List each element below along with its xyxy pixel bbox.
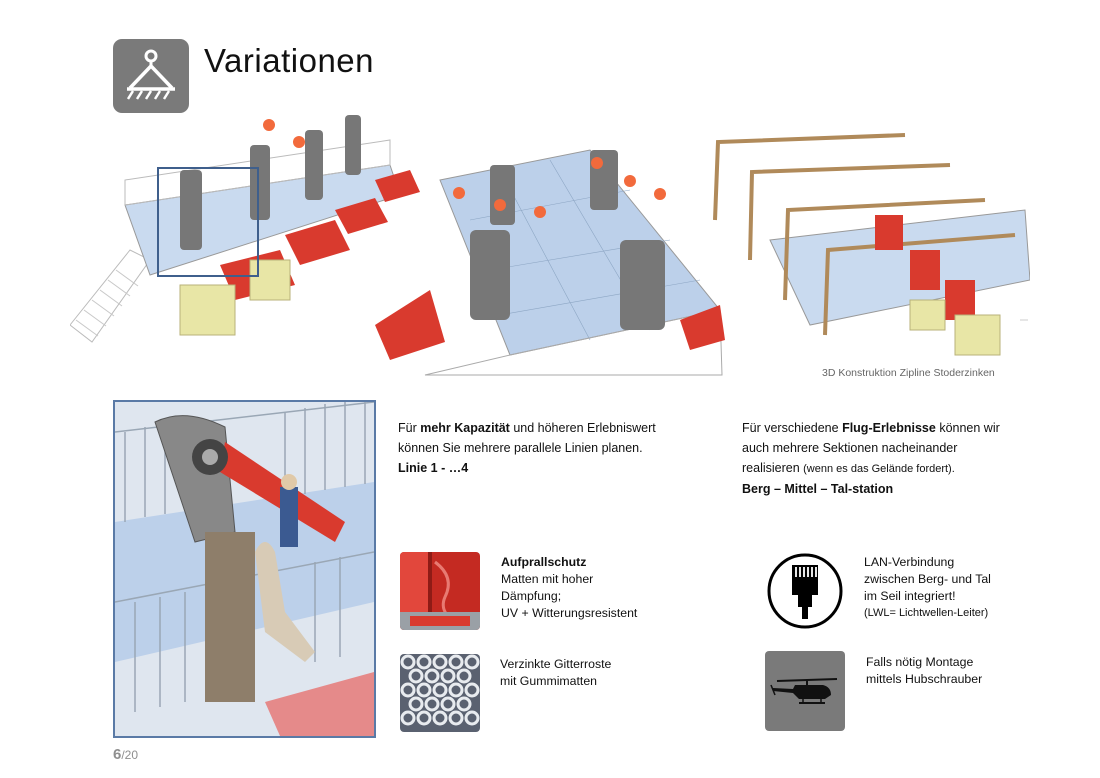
text-small-fragment: (wenn es das Gelände fordert).	[803, 463, 955, 475]
feature-line: im Seil integriert!	[864, 589, 956, 603]
feature-title: Aufprallschutz	[501, 555, 587, 569]
feature-line: Dämpfung;	[501, 589, 562, 603]
text-line: können Sie mehrere parallele Linien plan…	[398, 441, 643, 455]
zoom-detail-image	[113, 400, 376, 738]
feature-line: Falls nötig Montage	[866, 655, 974, 669]
feature-line: mittels Hubschrauber	[866, 672, 983, 686]
render-sequential-sections	[713, 133, 1031, 356]
ethernet-plug-icon	[765, 551, 845, 631]
impact-mat-image	[400, 552, 480, 630]
stations-label: Berg – Mittel – Tal-station	[742, 482, 894, 496]
text-fragment: realisieren	[742, 461, 804, 475]
zipline-anchor-icon	[113, 39, 189, 113]
feature-line: zwischen Berg- und Tal	[864, 572, 991, 586]
lan-feature-text: LAN-Verbindung zwischen Berg- und Tal im…	[864, 554, 991, 622]
page-title: Variationen	[204, 42, 375, 79]
feature-line: Verzinkte Gitterroste	[500, 657, 612, 671]
flight-experience-text: Für verschiedene Flug-Erlebnisse können …	[742, 418, 1042, 499]
render-caption: 3D Konstruktion Zipline Stoderzinken	[822, 367, 995, 379]
lines-label: Linie 1 - …4	[398, 461, 469, 475]
heli-feature-text: Falls nötig Montage mittels Hubschrauber	[866, 654, 982, 688]
3d-render-strip	[69, 110, 1031, 385]
text-fragment: Für verschiedene	[742, 421, 843, 435]
capacity-text: Für mehr Kapazität und höheren Erlebnisw…	[398, 418, 698, 478]
text-bold-fragment: mehr Kapazität	[420, 421, 510, 435]
feature-line: UV + Witterungsresistent	[501, 606, 638, 620]
feature-line: Matten mit hoher	[501, 572, 594, 586]
feature-line: LAN-Verbindung	[864, 555, 955, 569]
grating-image	[400, 654, 480, 732]
impact-feature-text: Aufprallschutz Matten mit hoher Dämpfung…	[501, 554, 637, 622]
text-fragment: und höheren Erlebniswert	[509, 421, 656, 435]
grating-feature-text: Verzinkte Gitterroste mit Gummimatten	[500, 656, 611, 690]
render-parallel-lines	[69, 115, 420, 343]
feature-note: (LWL= Lichtwellen-Leiter)	[864, 607, 989, 619]
render-central-platform	[375, 149, 725, 376]
text-line: auch mehrere Sektionen nacheinander	[742, 441, 958, 455]
page-current: 6	[113, 746, 122, 763]
page-number: 6/20	[113, 746, 138, 763]
feature-line: mit Gummimatten	[500, 674, 598, 688]
page-total: /20	[121, 748, 139, 762]
text-fragment: Für	[398, 421, 421, 435]
text-bold-fragment: Flug-Erlebnisse	[842, 421, 936, 435]
helicopter-icon	[765, 651, 845, 731]
text-fragment: können wir	[935, 421, 1000, 435]
